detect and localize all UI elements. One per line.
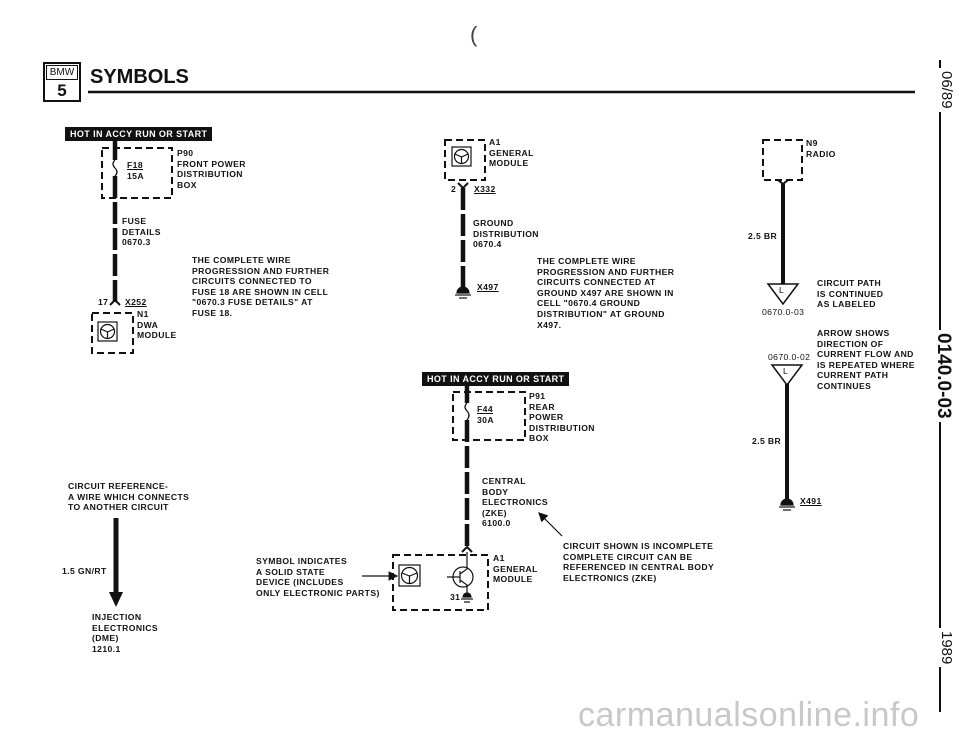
n9-box [762,139,803,181]
p90-label: P90 FRONT POWER DISTRIBUTION BOX [177,148,246,190]
continue-arrow-out [766,283,800,306]
reference-target: INJECTION ELECTRONICS (DME) 1210.1 [92,612,158,654]
n9-label: N9 RADIO [806,138,836,159]
a1-label-bottom: A1 GENERAL MODULE [493,553,538,585]
wire-bottom-label: 2.5 BR [752,436,782,446]
wire-top-label: 2.5 BR [748,231,778,241]
logo-bottom: 5 [57,81,67,100]
ground-note: THE COMPLETE WIRE PROGRESSION AND FURTHE… [537,256,675,330]
fuse-id-f44: F44 [477,404,494,414]
watermark: carmanualsonline.info [578,696,920,734]
p91-box [452,391,526,441]
arrow-letter-out: L [779,285,785,295]
margin-page-code: 0140.0-03 [932,330,954,422]
hot-banner-2: HOT IN ACCY RUN OR START [422,372,570,386]
fuse-rating: 15A [127,171,144,181]
n1-box [91,312,134,354]
reference-wire-label: 1.5 GN/RT [62,566,107,576]
p90-box [101,147,173,199]
ground-symbols [455,286,795,603]
module-icons [97,146,474,595]
a1-box-bottom [392,554,489,611]
fuse-note: THE COMPLETE WIRE PROGRESSION AND FURTHE… [192,255,330,318]
zke-ref-label: CENTRAL BODY ELECTRONICS (ZKE) 6100.0 [482,476,548,529]
fuse-id: F18 [127,160,144,170]
connector-x252: X252 [125,297,147,307]
page-title: SYMBOLS [90,66,189,88]
pin-2: 2 [451,184,457,194]
ground-x491: X491 [800,496,822,506]
note-out: CIRCUIT PATH IS CONTINUED AS LABELED [817,278,884,310]
solid-state-note: SYMBOL INDICATES A SOLID STATE DEVICE (I… [256,556,380,598]
p91-label: P91 REAR POWER DISTRIBUTION BOX [529,391,595,444]
continue-arrow-in [770,364,804,387]
margin-year: 1989 [938,628,955,668]
a1-box-top [444,139,486,181]
n1-label: N1 DWA MODULE [137,309,177,341]
a1-label-top: A1 GENERAL MODULE [489,137,534,169]
ref-out: 0670.0-03 [762,307,805,317]
ref-in: 0670.0-02 [768,352,811,362]
stray-paren: ( [470,22,478,47]
ground-x497: X497 [477,282,499,292]
incomplete-note: CIRCUIT SHOWN IS INCOMPLETE COMPLETE CIR… [563,541,715,583]
ground-ref-label: GROUND DISTRIBUTION 0670.4 [473,218,539,250]
arrow-letter-in: L [783,366,789,376]
bmw-logo: BMW 5 [43,62,81,102]
fuse-rating-30a: 30A [477,415,494,425]
reference-note: CIRCUIT REFERENCE- A WIRE WHICH CONNECTS… [68,481,190,513]
note-in: ARROW SHOWS DIRECTION OF CURRENT FLOW AN… [817,328,915,391]
logo-top: BMW [46,65,78,80]
connector-x332: X332 [474,184,496,194]
hot-banner-1: HOT IN ACCY RUN OR START [65,127,213,141]
fuse-ref-label: FUSE DETAILS 0670.3 [122,216,161,248]
margin-date: 06/89 [938,68,955,112]
ground-pin-31: 31 [450,592,461,602]
pin-17: 17 [98,297,109,307]
